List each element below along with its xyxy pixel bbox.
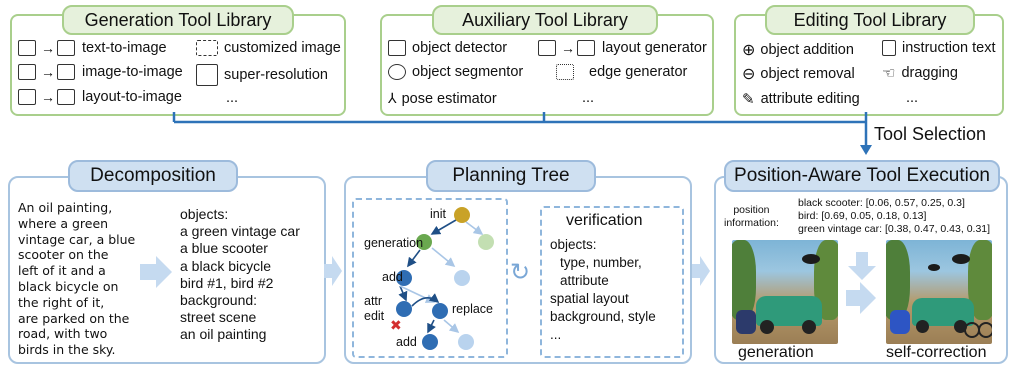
aux-item-layout-generator: → layout generator (538, 40, 707, 56)
gen-item-layout-to-image: → layout-to-image (18, 89, 182, 105)
node-label-edit: edit (364, 309, 385, 323)
customized-image-icon (196, 40, 218, 56)
refresh-cycle-icon: ↻ (510, 258, 531, 286)
gen-item-text-to-image: → text-to-image (18, 40, 167, 56)
tree-dashed-box (352, 198, 508, 358)
corrected-image (886, 240, 992, 344)
instruction-doc-icon (882, 40, 896, 56)
reject-cross-icon: ✖ (390, 318, 402, 334)
gen-item-super-resolution: super-resolution (196, 64, 328, 86)
minus-circle-icon: ⊖ (742, 66, 756, 83)
position-values: black scooter: [0.06, 0.57, 0.25, 0.3] b… (798, 197, 991, 235)
generation-library-title: Generation Tool Library (62, 5, 294, 35)
aux-item-object-segmentor: object segmentor (388, 64, 523, 80)
edit-item-object-removal: ⊖ object removal (742, 66, 855, 83)
caption-generation: generation (738, 344, 814, 361)
generated-image (732, 240, 838, 344)
layout-icon (577, 40, 595, 56)
flow-arrow-2 (692, 256, 710, 286)
edge-icon (556, 64, 574, 80)
layout-icon (18, 89, 36, 105)
caption-self-correction: self-correction (886, 344, 987, 361)
verification-title: verification (566, 212, 643, 229)
planning-tree-title: Planning Tree (426, 160, 596, 192)
aux-item-edge-generator: edge generator (556, 64, 687, 80)
node-label-add: add (382, 270, 403, 284)
aux-item-ellipsis: ... (582, 90, 595, 106)
text-doc-icon (538, 40, 556, 56)
tool-selection-connector (172, 112, 872, 155)
node-label-generation: generation (364, 236, 424, 250)
flow-arrow-1 (324, 256, 342, 286)
edit-item-object-addition: ⊕ object addition (742, 42, 854, 59)
edit-item-ellipsis: ... (906, 90, 919, 106)
image-icon (57, 64, 75, 80)
gen-item-ellipsis: ... (226, 90, 239, 106)
decomposition-title: Decomposition (68, 160, 238, 192)
pose-icon: ⅄ (388, 90, 397, 106)
segmentor-icon (388, 64, 406, 80)
position-label: position information: (724, 204, 779, 229)
gen-item-customized-image: customized image (196, 40, 341, 56)
super-resolution-icon (196, 64, 218, 86)
node-label-init: init (430, 207, 446, 221)
decomposition-objects: objects: a green vintage car a blue scoo… (180, 206, 300, 343)
decomposition-prompt: An oil painting, where a green vintage c… (18, 200, 136, 358)
verification-dashed-box (540, 206, 684, 358)
node-label-attr: attr (364, 294, 383, 308)
gen-item-image-to-image: → image-to-image (18, 64, 183, 80)
image-icon (18, 64, 36, 80)
execution-title: Position-Aware Tool Execution (724, 160, 1000, 192)
image-icon (57, 40, 75, 56)
auxiliary-library-title: Auxiliary Tool Library (432, 5, 658, 35)
aux-item-pose-estimator: ⅄ pose estimator (388, 90, 497, 107)
plus-circle-icon: ⊕ (742, 42, 756, 59)
decomposition-panel (8, 176, 326, 364)
aux-item-object-detector: object detector (388, 40, 507, 56)
tool-selection-label: Tool Selection (874, 124, 987, 144)
image-icon (57, 89, 75, 105)
pencil-edit-icon: ✎ (742, 91, 755, 108)
edit-item-instruction-text: instruction text (882, 40, 996, 56)
node-label-replace: replace (452, 302, 493, 316)
edit-item-dragging: ☜ dragging (882, 65, 958, 82)
node-label-add-2: add (396, 335, 417, 349)
decomposition-arrow (140, 256, 172, 288)
detector-icon (388, 40, 406, 56)
edit-item-attribute-editing: ✎ attribute editing (742, 91, 860, 108)
correction-arrows (846, 252, 876, 314)
drag-hand-icon: ☜ (882, 65, 896, 82)
planning-tree-graph: ✖ (390, 207, 494, 350)
verification-list: objects: type, number, attribute spatial… (550, 237, 656, 342)
editing-library-title: Editing Tool Library (765, 5, 975, 35)
text-doc-icon (18, 40, 36, 56)
